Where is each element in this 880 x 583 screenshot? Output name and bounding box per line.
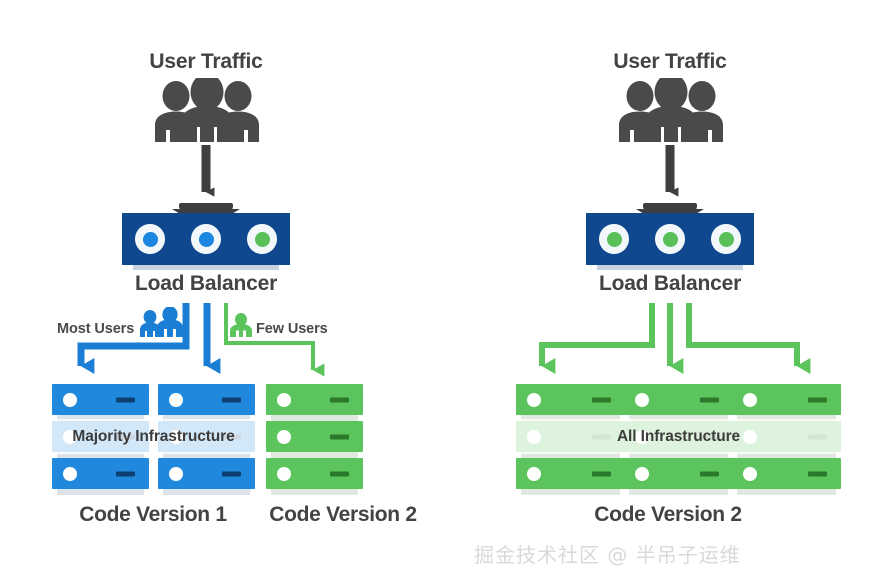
lb-led-core [254, 231, 270, 247]
server-led [635, 466, 649, 481]
load-balancer-label-right: Load Balancer [598, 272, 742, 295]
server-shadow [521, 489, 620, 495]
server-slot [222, 471, 241, 476]
three-people-icon [155, 78, 259, 142]
lb-led-blue [191, 224, 221, 254]
page-title-user-traffic-right: User Traffic [613, 50, 727, 73]
server-shadow [629, 415, 728, 421]
server-row[interactable] [732, 384, 841, 415]
code-version-label-2-left: Code Version 2 [269, 503, 417, 526]
server-slot [808, 471, 827, 476]
branch-label-few-users: Few Users [256, 321, 328, 337]
lb-led-core [142, 231, 158, 247]
server-shadow [57, 415, 144, 421]
server-slot [330, 397, 349, 402]
lb-top-plate-right [643, 203, 697, 212]
lb-shadow-right [597, 265, 743, 270]
server-led [277, 466, 291, 481]
infrastructure-band-left: Majority Infrastructure [52, 419, 255, 454]
server-led [169, 392, 183, 407]
server-slot [592, 471, 611, 476]
server-led [63, 392, 77, 407]
server-row[interactable] [624, 458, 733, 489]
server-row[interactable] [158, 458, 255, 489]
server-led [527, 392, 541, 407]
server-shadow [57, 489, 144, 495]
branch-label-most-users: Most Users [57, 321, 135, 337]
server-shadow [271, 415, 358, 421]
server-led [527, 466, 541, 481]
server-shadow [521, 452, 620, 458]
server-led [169, 466, 183, 481]
lb-led-blue [135, 224, 165, 254]
server-led [743, 466, 757, 481]
server-row[interactable] [266, 384, 363, 415]
server-shadow [271, 452, 358, 458]
arrow-lb-to-col3-right [686, 303, 811, 374]
lb-shadow-left [133, 265, 279, 270]
server-led [277, 392, 291, 407]
server-shadow [521, 415, 620, 421]
watermark: 掘金技术社区 @ 半吊子运维 [474, 543, 741, 567]
server-led [743, 392, 757, 407]
server-led [635, 392, 649, 407]
server-shadow [737, 489, 836, 495]
server-slot [330, 471, 349, 476]
server-shadow [629, 489, 728, 495]
server-row[interactable] [516, 458, 625, 489]
server-shadow [163, 489, 250, 495]
infrastructure-band-right: All Infrastructure [516, 419, 841, 454]
two-people-blue-icon [140, 307, 183, 337]
arrow-lb-to-col1-right [539, 303, 655, 374]
lb-led-green [599, 224, 629, 254]
code-version-label-2-right: Code Version 2 [594, 503, 742, 526]
load-balancer-right[interactable] [586, 213, 754, 265]
load-balancer-label-left: Load Balancer [134, 272, 278, 295]
lb-led-green [711, 224, 741, 254]
server-row[interactable] [516, 384, 625, 415]
server-row[interactable] [52, 384, 149, 415]
lb-led-green [247, 224, 277, 254]
server-slot [700, 471, 719, 476]
server-slot [330, 434, 349, 439]
load-balancer-left[interactable] [122, 213, 290, 265]
lb-led-core [198, 231, 214, 247]
server-shadow [737, 415, 836, 421]
lb-led-green [655, 224, 685, 254]
server-slot [700, 397, 719, 402]
server-slot [808, 397, 827, 402]
code-version-label-1: Code Version 1 [79, 503, 227, 526]
server-row[interactable] [732, 458, 841, 489]
lb-top-plate-left [179, 203, 233, 212]
lb-led-core [606, 231, 622, 247]
server-slot [116, 471, 135, 476]
server-row[interactable] [266, 421, 363, 452]
server-shadow [57, 452, 144, 458]
server-shadow [163, 452, 250, 458]
server-row[interactable] [52, 458, 149, 489]
lb-top-plate-right-wide [636, 209, 704, 214]
server-slot [222, 397, 241, 402]
server-row[interactable] [624, 384, 733, 415]
server-led [63, 466, 77, 481]
server-slot [116, 397, 135, 402]
server-shadow [163, 415, 250, 421]
one-person-green-icon [230, 313, 252, 337]
page-title-user-traffic-left: User Traffic [149, 50, 263, 73]
server-slot [592, 397, 611, 402]
lb-led-core [718, 231, 734, 247]
three-people-icon [619, 78, 723, 142]
server-row[interactable] [266, 458, 363, 489]
server-led [277, 429, 291, 444]
infrastructure-band-label: All Infrastructure [616, 427, 741, 445]
lb-led-core [662, 231, 678, 247]
server-shadow [629, 452, 728, 458]
server-row[interactable] [158, 384, 255, 415]
server-shadow [271, 489, 358, 495]
lb-top-plate-left-wide [172, 209, 240, 214]
server-shadow [737, 452, 836, 458]
infrastructure-band-label: Majority Infrastructure [72, 427, 235, 445]
